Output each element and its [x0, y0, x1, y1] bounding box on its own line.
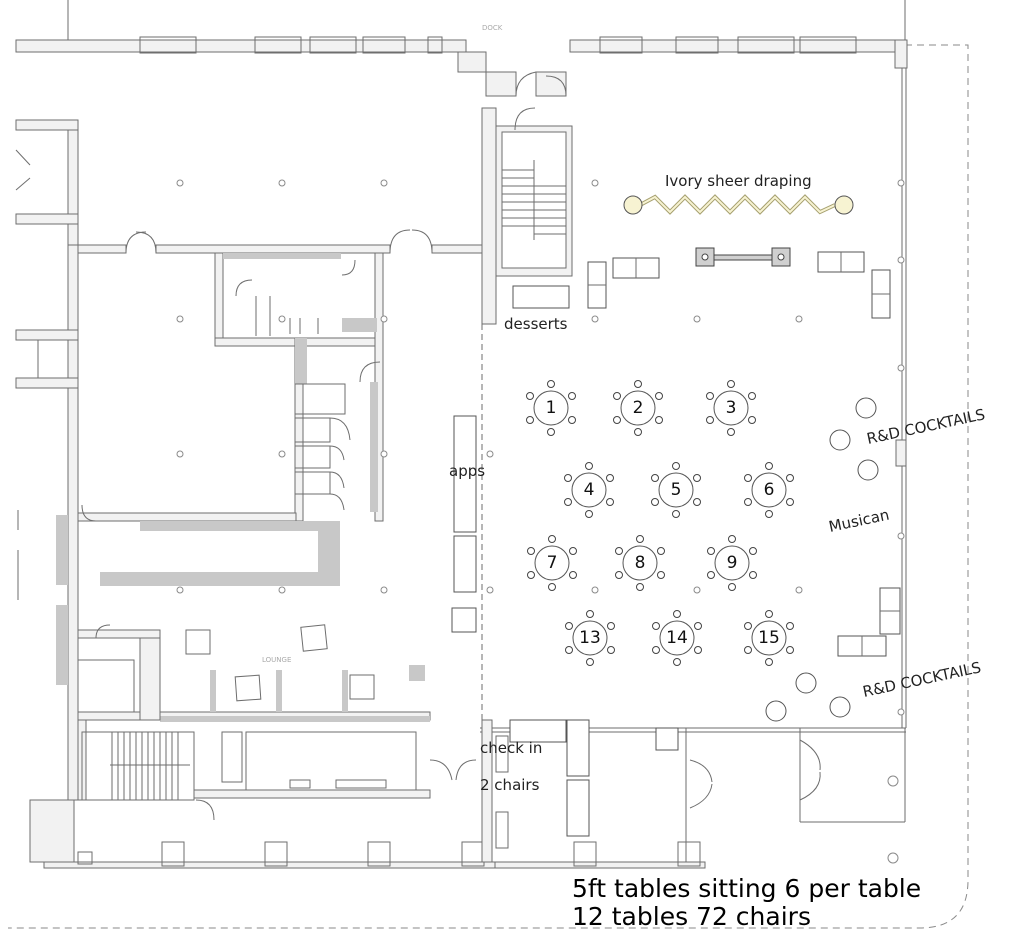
ballroom-west-wall — [481, 324, 509, 863]
cocktails-label-bottom: R&D COCKTAILS — [861, 658, 983, 701]
stage-riser — [695, 247, 791, 267]
ivory-sheer-draping: Ivory sheer draping — [623, 172, 854, 215]
table-15: 15 — [744, 610, 794, 666]
table-13: 13 — [565, 610, 615, 666]
desserts-label: desserts — [504, 315, 568, 333]
lounge-label: LOUNGE — [262, 656, 291, 664]
dock-label: DOCK — [482, 24, 503, 32]
table-8: 8 — [615, 535, 665, 591]
check-in-label: check in — [480, 739, 542, 757]
round-tables: 1 2 3 4 5 6 7 — [526, 380, 794, 666]
west-rooms — [15, 119, 483, 801]
table-number: 2 — [633, 398, 644, 418]
desserts-station: desserts — [504, 285, 570, 333]
table-3: 3 — [706, 380, 756, 436]
table-number: 14 — [666, 628, 688, 648]
north-wall: DOCK — [15, 0, 908, 69]
lounge-furniture — [587, 251, 901, 751]
table-number: 4 — [584, 480, 595, 500]
apps-station: apps — [449, 415, 485, 633]
table-7: 7 — [527, 535, 577, 591]
notes-line-2: 12 tables 72 chairs — [572, 902, 811, 931]
stair-core — [457, 51, 573, 325]
lounge-area: LOUNGE — [77, 504, 477, 821]
chairs-label: 2 chairs — [480, 776, 540, 794]
south-walls — [29, 727, 906, 869]
apps-label: apps — [449, 462, 485, 480]
table-number: 7 — [547, 553, 558, 573]
notes-line-1: 5ft tables sitting 6 per table — [572, 874, 921, 903]
table-number: 15 — [758, 628, 780, 648]
restroom-block — [214, 252, 384, 522]
table-number: 13 — [579, 628, 601, 648]
check-in-station: check in 2 chairs — [480, 719, 590, 837]
table-number: 5 — [671, 480, 682, 500]
east-wall — [895, 68, 907, 728]
cocktail-tables — [765, 397, 879, 722]
table-4: 4 — [564, 462, 614, 518]
table-6: 6 — [744, 462, 794, 518]
draping-label: Ivory sheer draping — [665, 172, 812, 190]
table-5: 5 — [651, 462, 701, 518]
table-9: 9 — [707, 535, 757, 591]
table-number: 3 — [726, 398, 737, 418]
table-14: 14 — [652, 610, 702, 666]
table-number: 6 — [764, 480, 775, 500]
south-doors — [689, 739, 821, 809]
musician-label: Musican — [827, 506, 891, 536]
table-2: 2 — [613, 380, 663, 436]
columns — [176, 179, 905, 864]
table-number: 8 — [635, 553, 646, 573]
table-number: 1 — [546, 398, 557, 418]
table-number: 9 — [727, 553, 738, 573]
table-1: 1 — [526, 380, 576, 436]
